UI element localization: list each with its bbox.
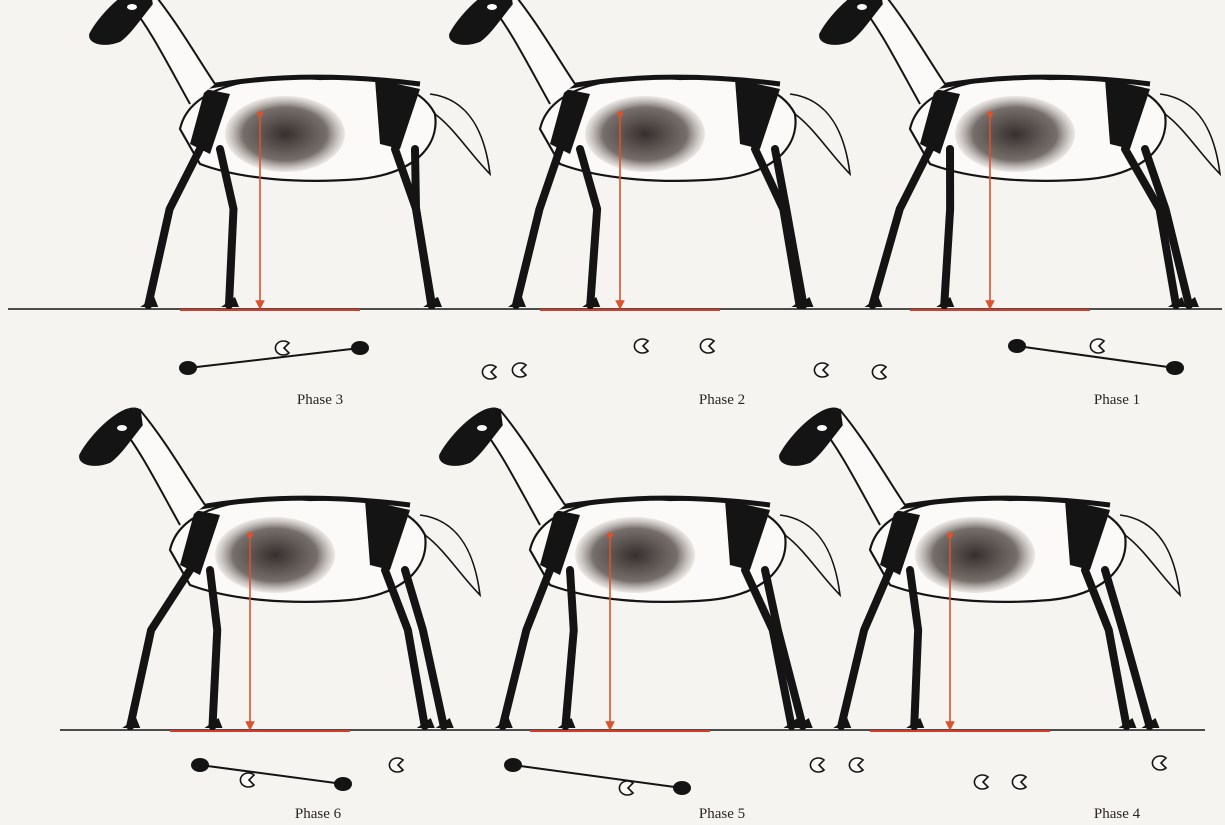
eye [487,4,497,10]
hoofprint-filled [191,758,209,772]
belly-shading [915,517,1035,593]
tail [1120,515,1180,595]
hoofprint-filled [1008,339,1026,353]
leg [841,570,890,726]
hoofprint-open [634,339,648,353]
footprints-phase-2 [482,339,714,379]
hoofprint-filled [1166,361,1184,375]
belly-shading [585,96,705,172]
phase-label-6: Phase 6 [295,806,341,823]
leg [566,570,574,726]
horse-phase-2 [450,0,850,310]
tail [430,94,490,174]
center-of-gravity-dot [257,111,263,117]
hoofprint-open [700,339,714,353]
hoofprint-open [1090,339,1104,353]
head [780,408,842,465]
diagonal-support-line [200,765,343,784]
center-of-gravity-dot [607,532,613,538]
hoofprint-open [849,758,863,772]
hoofprint-open [1012,775,1026,789]
tail [1160,94,1220,174]
leg [210,570,217,726]
eye [127,4,137,10]
hoofprint-open [1152,756,1166,770]
leg [385,570,425,726]
hoofprint-open [240,773,254,787]
hoofprint-open [814,363,828,377]
hoofprint-filled [334,777,352,791]
center-of-gravity-dot [947,532,953,538]
footprints-phase-4 [974,756,1166,789]
eye [817,425,827,431]
horse-phase-3 [90,0,490,310]
center-of-gravity-dot [987,111,993,117]
hoofprint-open [810,758,824,772]
hoofprint-filled [351,341,369,355]
leg [415,149,432,305]
phase-label-3: Phase 3 [297,392,343,409]
center-of-gravity-dot [247,532,253,538]
leg [130,570,190,726]
hoofprint-open [872,365,886,379]
hoofprint-open [482,365,496,379]
leg [148,149,200,305]
phase-label-2: Phase 2 [699,392,745,409]
head [80,408,142,465]
horse-phase-4 [780,408,1180,731]
hoofprint-open [619,781,633,795]
belly-shading [955,96,1075,172]
footprints-phase-5 [504,758,863,795]
eye [477,425,487,431]
diagonal-support-line [188,348,360,368]
leg [944,149,950,305]
hoofprint-open [389,758,403,772]
eye [857,4,867,10]
footprints-phase-1 [814,339,1184,379]
tail [790,94,850,174]
belly-shading [575,517,695,593]
belly-shading [225,96,345,172]
eye [117,425,127,431]
phase-label-5: Phase 5 [699,806,745,823]
hoofprint-open [974,775,988,789]
leg [503,570,550,726]
phase-label-1: Phase 1 [1094,392,1140,409]
leg [1145,149,1189,305]
hoofprint-filled [673,781,691,795]
horse-phase-1 [820,0,1220,310]
tail [420,515,480,595]
hoofprint-open [275,341,289,355]
belly-shading [215,517,335,593]
tail [780,515,840,595]
footprints-phase-6 [191,758,403,791]
leg [873,149,931,305]
diagonal-support-line [513,765,682,788]
leg [1085,570,1127,726]
center-of-gravity-dot [617,111,623,117]
hoofprint-filled [504,758,522,772]
leg [775,149,804,305]
hoofprint-open [512,363,526,377]
footprints-phase-3 [179,341,369,375]
head [440,408,502,465]
phase-label-4: Phase 4 [1094,806,1140,823]
leg [910,570,918,726]
leg [516,149,560,305]
horse-phase-6 [80,408,480,731]
hoofprint-filled [179,361,197,375]
